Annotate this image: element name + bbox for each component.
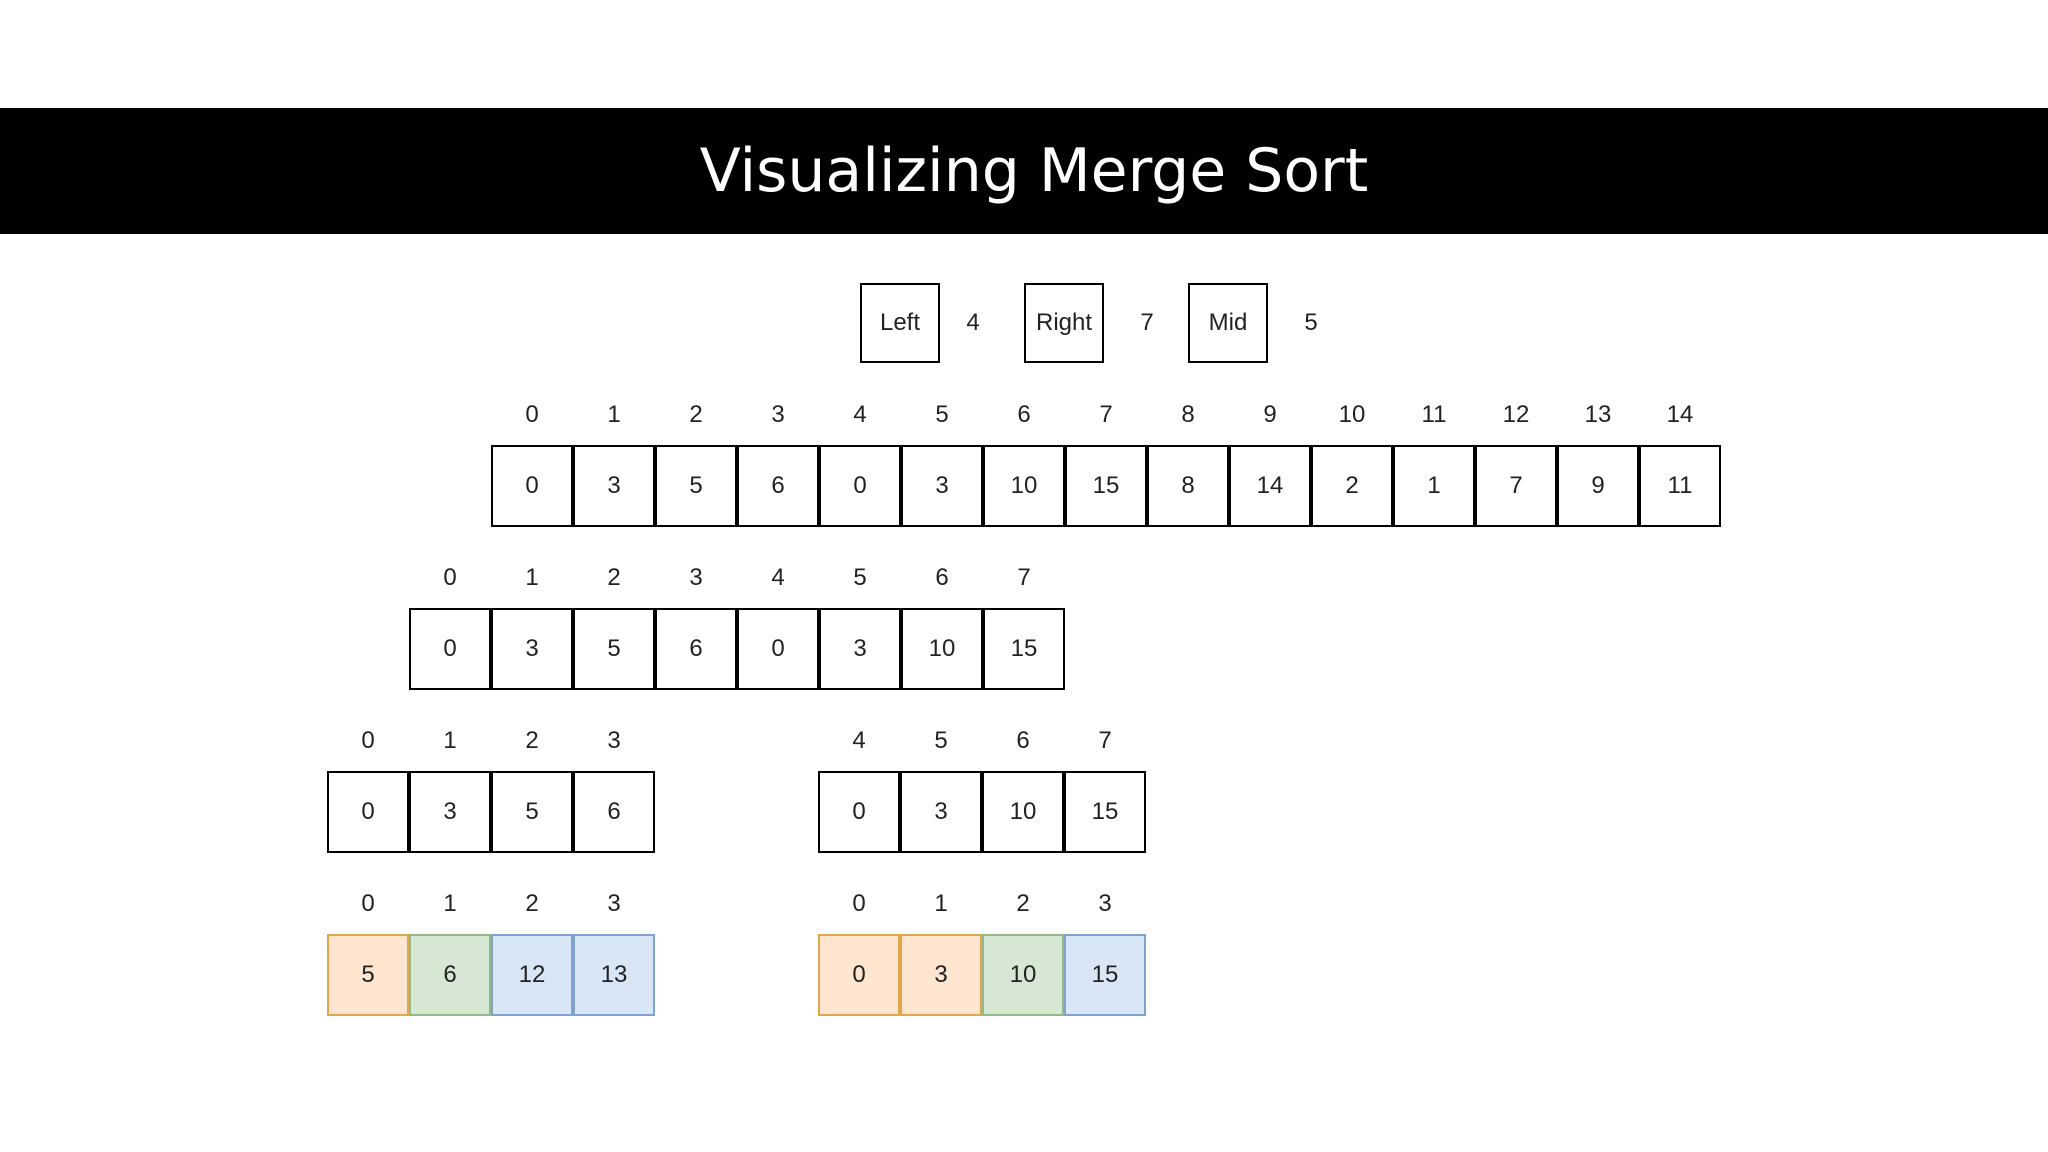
sub-array-0-7-cell: 3 [491,608,573,690]
title-bar: Visualizing Merge Sort [0,108,2048,234]
sub-array-0-7-index: 2 [607,564,621,591]
sub-array-0-7-index: 7 [1017,564,1031,591]
left-temp-index: 1 [443,890,457,917]
full-array-index: 14 [1666,401,1694,428]
left-temp-cell: 5 [327,934,409,1016]
full-array-index: 8 [1181,401,1195,428]
full-array-cell: 2 [1311,445,1393,527]
left-half-cell: 6 [573,771,655,853]
full-array-index: 7 [1099,401,1113,428]
mid-pointer-label: Mid [1188,283,1268,363]
full-array-cell: 9 [1557,445,1639,527]
left-half-index: 1 [443,727,457,754]
right-half-cell: 3 [900,771,982,853]
sub-array-0-7-cell: 3 [819,608,901,690]
right-temp-index: 1 [934,890,948,917]
right-half-index: 4 [852,727,866,754]
left-half-cell: 3 [409,771,491,853]
sub-array-0-7-cell: 5 [573,608,655,690]
sub-array-0-7-index: 0 [443,564,457,591]
full-array-index: 12 [1502,401,1530,428]
sub-array-0-7-cell: 0 [409,608,491,690]
mid-pointer-value: 5 [1304,309,1318,336]
left-temp-cell: 13 [573,934,655,1016]
left-temp-cell: 12 [491,934,573,1016]
left-half-cell: 0 [327,771,409,853]
sub-array-0-7-cell: 10 [901,608,983,690]
left-temp-cell: 6 [409,934,491,1016]
right-temp-cell: 10 [982,934,1064,1016]
full-array-cell: 15 [1065,445,1147,527]
full-array-index: 13 [1584,401,1612,428]
left-pointer-label: Left [860,283,940,363]
full-array-cell: 14 [1229,445,1311,527]
left-temp-index: 2 [525,890,539,917]
left-half-cell: 5 [491,771,573,853]
right-half-index: 6 [1016,727,1030,754]
full-array-index: 9 [1263,401,1277,428]
right-half-cell: 0 [818,771,900,853]
sub-array-0-7-cell: 15 [983,608,1065,690]
full-array-cell: 3 [573,445,655,527]
left-half-index: 2 [525,727,539,754]
right-temp-index: 2 [1016,890,1030,917]
left-temp-index: 3 [607,890,621,917]
full-array-index: 6 [1017,401,1031,428]
full-array-cell: 5 [655,445,737,527]
right-half-index: 7 [1098,727,1112,754]
right-half-cell: 15 [1064,771,1146,853]
right-temp-index: 3 [1098,890,1112,917]
right-temp-cell: 15 [1064,934,1146,1016]
full-array-cell: 0 [819,445,901,527]
full-array-index: 5 [935,401,949,428]
full-array-cell: 8 [1147,445,1229,527]
right-temp-index: 0 [852,890,866,917]
left-half-index: 0 [361,727,375,754]
sub-array-0-7-cell: 0 [737,608,819,690]
right-pointer-value: 7 [1140,309,1154,336]
right-temp-cell: 3 [900,934,982,1016]
full-array-cell: 10 [983,445,1065,527]
full-array-index: 0 [525,401,539,428]
right-pointer-label: Right [1024,283,1104,363]
full-array-cell: 11 [1639,445,1721,527]
full-array-index: 2 [689,401,703,428]
sub-array-0-7-index: 3 [689,564,703,591]
right-half-index: 5 [934,727,948,754]
full-array-index: 4 [853,401,867,428]
full-array-cell: 7 [1475,445,1557,527]
full-array-index: 11 [1421,401,1447,428]
page-title: Visualizing Merge Sort [699,136,1369,206]
full-array-cell: 6 [737,445,819,527]
full-array-cell: 3 [901,445,983,527]
sub-array-0-7-index: 1 [525,564,539,591]
sub-array-0-7-index: 4 [771,564,785,591]
full-array-index: 1 [607,401,621,428]
full-array-cell: 0 [491,445,573,527]
full-array-index: 10 [1338,401,1366,428]
left-half-index: 3 [607,727,621,754]
sub-array-0-7-index: 6 [935,564,949,591]
full-array-index: 3 [771,401,785,428]
left-pointer-value: 4 [966,309,980,336]
full-array-cell: 1 [1393,445,1475,527]
sub-array-0-7-cell: 6 [655,608,737,690]
left-temp-index: 0 [361,890,375,917]
right-temp-cell: 0 [818,934,900,1016]
sub-array-0-7-index: 5 [853,564,867,591]
right-half-cell: 10 [982,771,1064,853]
